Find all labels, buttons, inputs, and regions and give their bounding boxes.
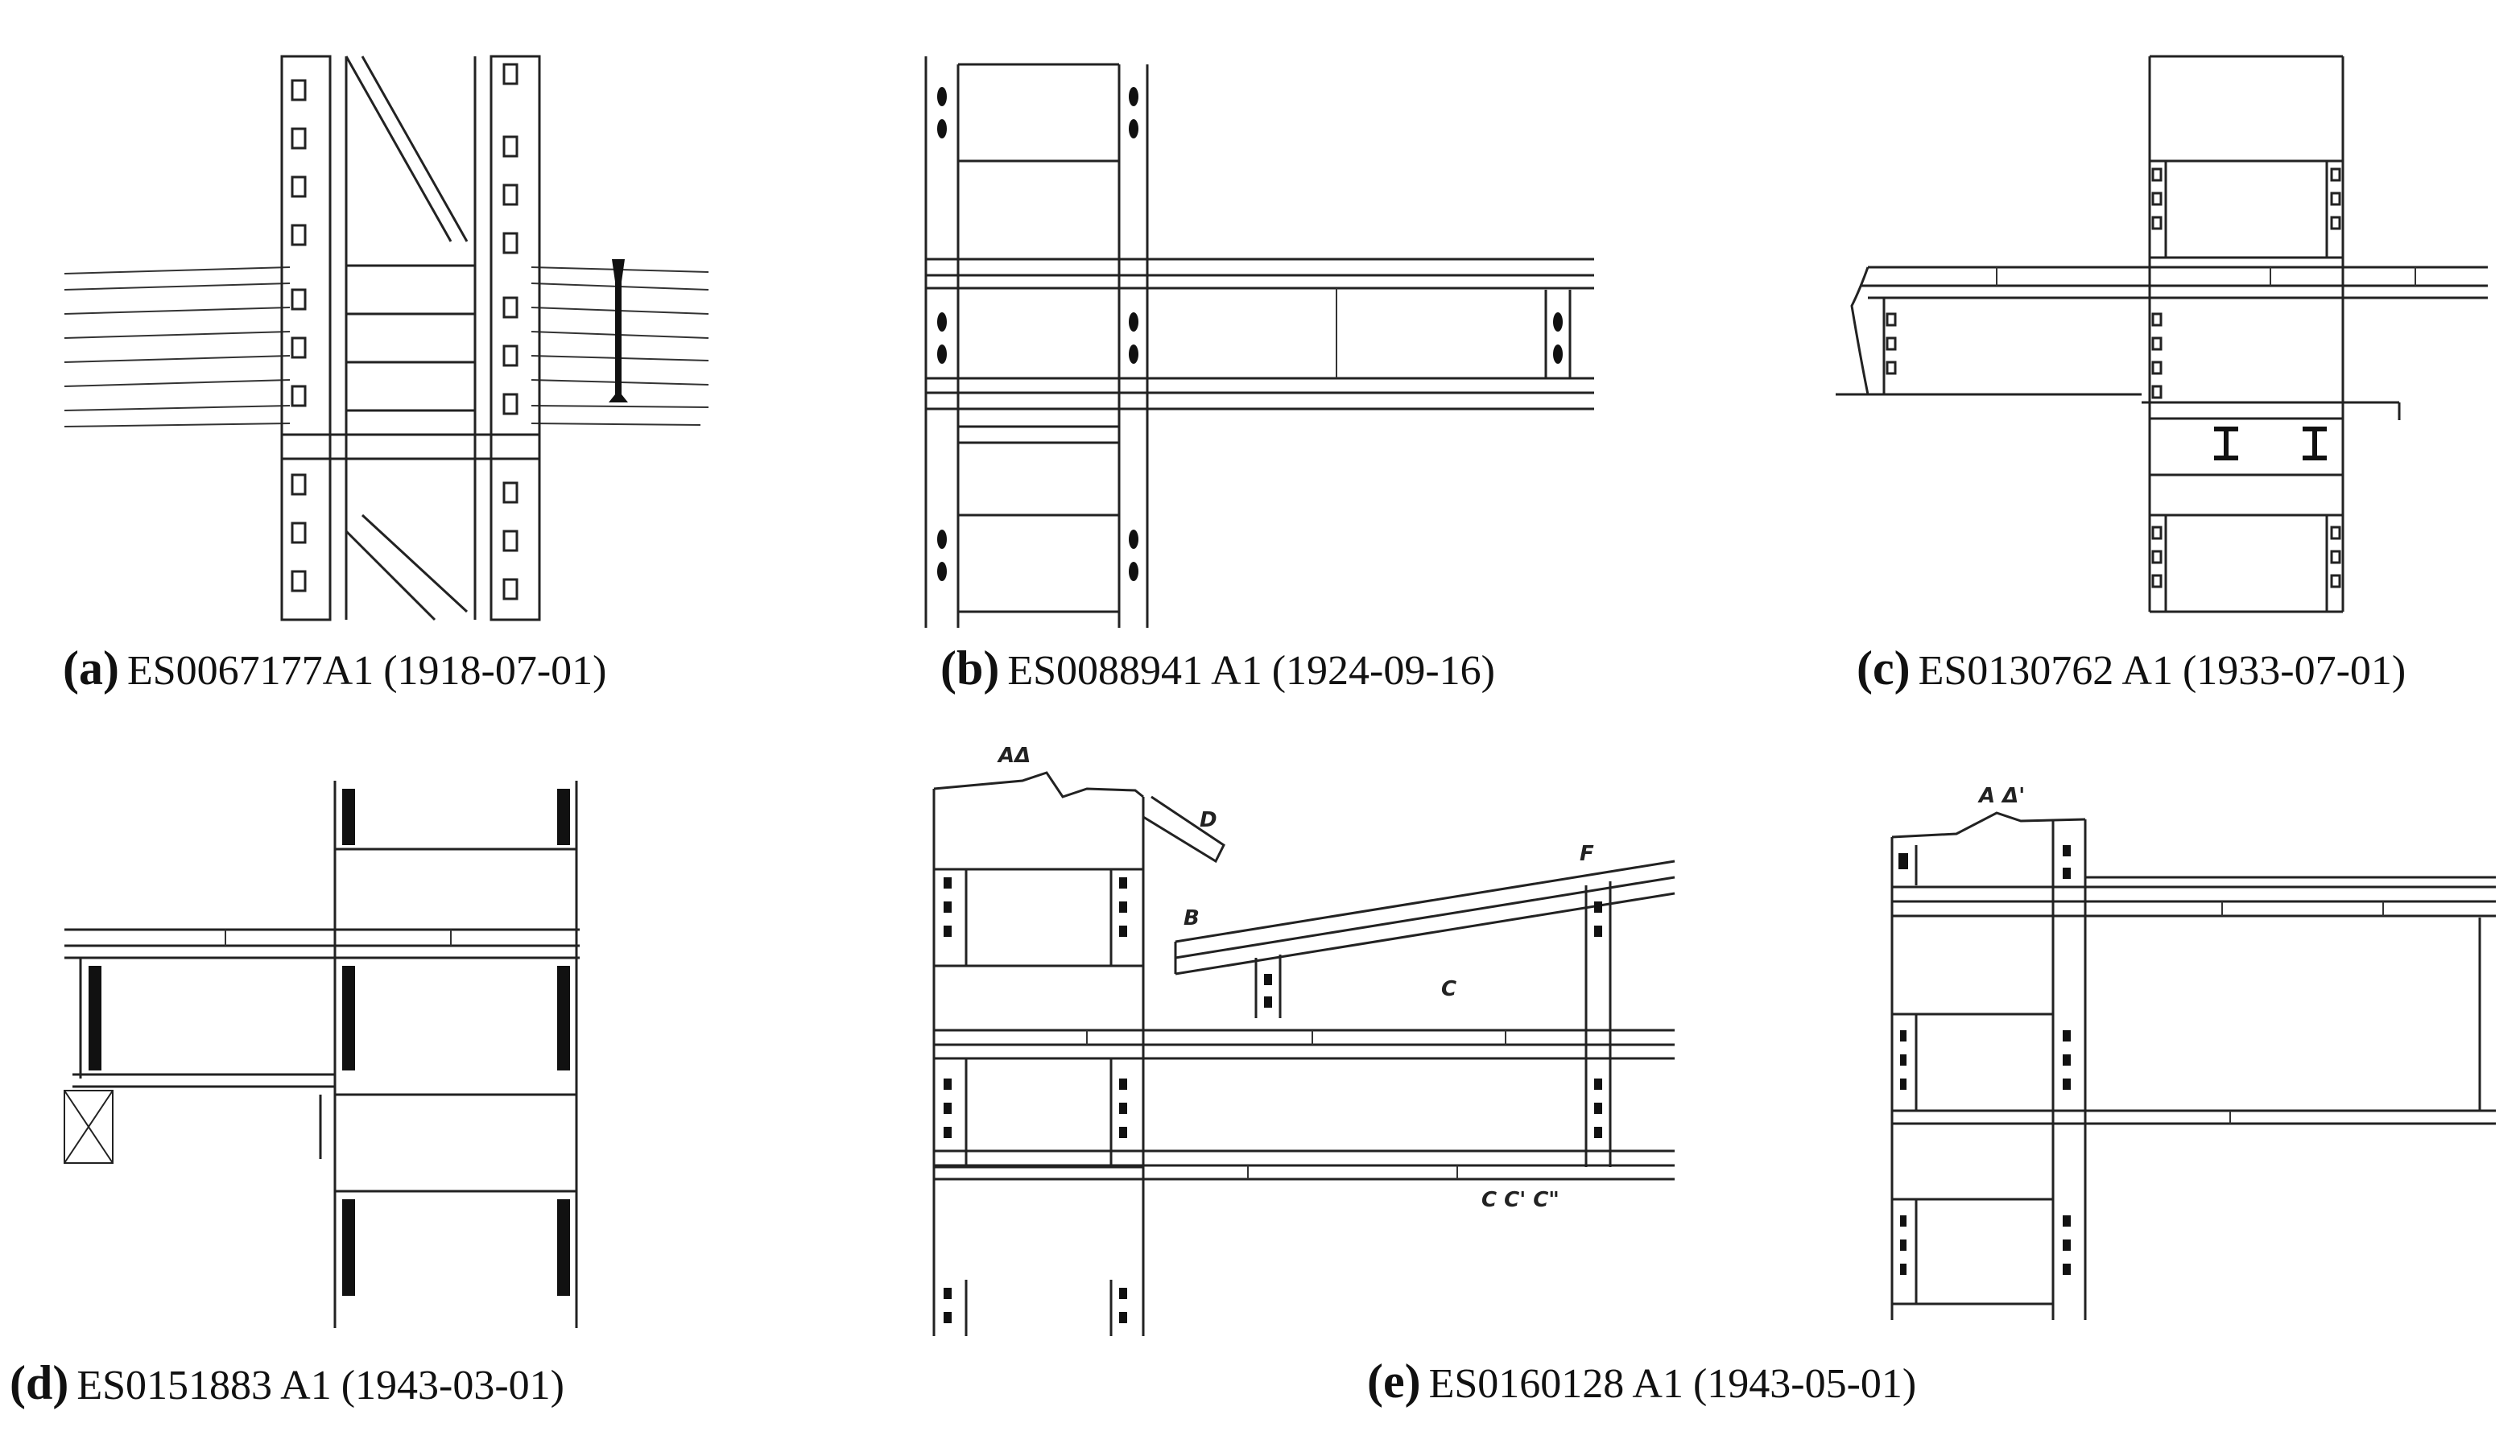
column-c xyxy=(2148,55,2344,613)
columns-d xyxy=(333,781,578,1328)
caption-d-letter: (d) xyxy=(10,1356,69,1409)
drawing-b-svg xyxy=(924,56,1594,628)
drawing-b xyxy=(918,48,1610,636)
label-c: C xyxy=(1441,977,1457,1001)
drawing-c xyxy=(1836,48,2496,620)
drawing-e-right-svg xyxy=(1890,811,2496,1320)
label-ccc: C C' C" xyxy=(1481,1188,1560,1212)
caption-e: (e)ES0160128 A1(1943-05-01) xyxy=(1367,1357,1916,1409)
caption-c-letter: (c) xyxy=(1857,641,1911,695)
drawing-d xyxy=(64,773,612,1336)
floors-e-left xyxy=(934,1029,1675,1181)
caption-e-date: (1943-05-01) xyxy=(1692,1361,1917,1407)
column-right xyxy=(490,55,541,621)
label-aa: AΔ xyxy=(998,744,1031,768)
columns-e-left xyxy=(932,771,1145,1336)
label-f: F xyxy=(1580,842,1594,866)
roof-e-left xyxy=(1142,795,1675,1167)
caption-c-code: ES0130762 A1 xyxy=(1918,648,2173,694)
floor-b xyxy=(926,258,1594,410)
caption-b-date: (1924-09-16) xyxy=(1271,648,1495,694)
caption-c: (c)ES0130762 A1(1933-07-01) xyxy=(1857,644,2406,695)
central-core xyxy=(282,56,539,621)
caption-d-date: (1943-03-01) xyxy=(341,1363,564,1409)
caption-a-date: (1918-07-01) xyxy=(383,648,607,694)
caption-a-code: ES0067177A1 xyxy=(126,648,374,694)
label-aa-right: A Δ' xyxy=(1979,784,2026,808)
column-left xyxy=(280,55,332,621)
caption-b-code: ES0088941 A1 xyxy=(1007,648,1262,694)
label-b: B xyxy=(1184,906,1200,930)
caption-b: (b)ES0088941 A1(1924-09-16) xyxy=(940,644,1495,695)
drawing-c-svg xyxy=(1836,55,2488,613)
drawing-a xyxy=(64,48,725,628)
caption-a: (a)ES0067177A1(1918-07-01) xyxy=(63,644,606,695)
drawing-d-svg xyxy=(64,781,580,1328)
caption-d: (d)ES0151883 A1(1943-03-01) xyxy=(10,1359,564,1410)
caption-b-letter: (b) xyxy=(940,641,1000,695)
floor-c xyxy=(1836,266,2488,460)
floor-d xyxy=(64,928,580,1164)
caption-e-letter: (e) xyxy=(1367,1355,1421,1408)
beam-right xyxy=(531,259,709,426)
drawing-e-left-svg xyxy=(932,771,1675,1336)
caption-c-date: (1933-07-01) xyxy=(2182,648,2406,694)
columns-e-right xyxy=(1890,811,2087,1320)
caption-d-code: ES0151883 A1 xyxy=(76,1363,332,1409)
beam-left xyxy=(64,266,291,427)
floors-e-right xyxy=(1892,876,2496,1125)
drawing-e-left: AΔ D B F C C C' C" xyxy=(926,740,1683,1352)
caption-a-letter: (a) xyxy=(63,641,119,695)
caption-e-code: ES0160128 A1 xyxy=(1428,1361,1683,1407)
column-left-b xyxy=(924,56,1149,628)
label-d: D xyxy=(1200,808,1217,832)
drawing-e-right: A Δ' xyxy=(1884,773,2496,1336)
drawing-a-svg xyxy=(64,55,709,621)
